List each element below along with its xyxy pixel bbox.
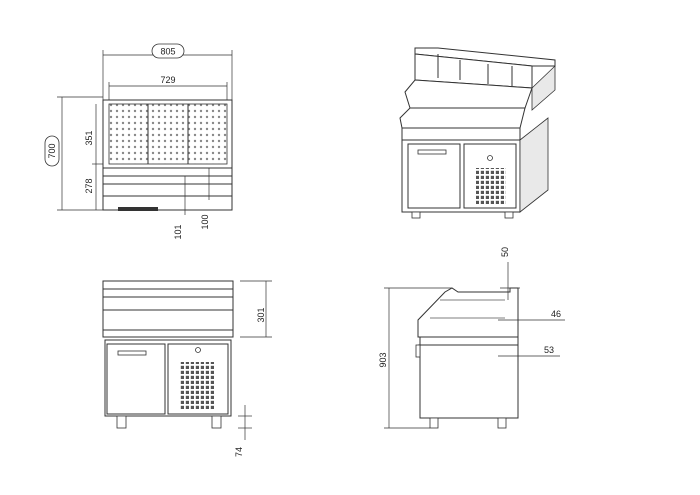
dim-729: 729: [160, 75, 175, 85]
dim-351: 351: [84, 130, 94, 145]
dim-53: 53: [544, 345, 554, 355]
dim-805: 805: [160, 47, 175, 57]
dim-101: 101: [173, 224, 183, 239]
front-view-bottom-left: 301 74: [102, 280, 272, 457]
dim-50: 50: [500, 247, 510, 257]
side-view-bottom-right: 903 50 46 53: [378, 247, 565, 429]
dim-46: 46: [551, 309, 561, 319]
dim-100: 100: [200, 214, 210, 229]
dim-74: 74: [234, 447, 244, 457]
dim-700: 700: [47, 143, 57, 158]
dim-278: 278: [84, 178, 94, 193]
front-view-top-left: 805 729 700 351 278 101 100: [44, 43, 233, 240]
dim-903: 903: [378, 352, 388, 367]
dim-301: 301: [256, 307, 266, 322]
isometric-view: [399, 47, 556, 219]
